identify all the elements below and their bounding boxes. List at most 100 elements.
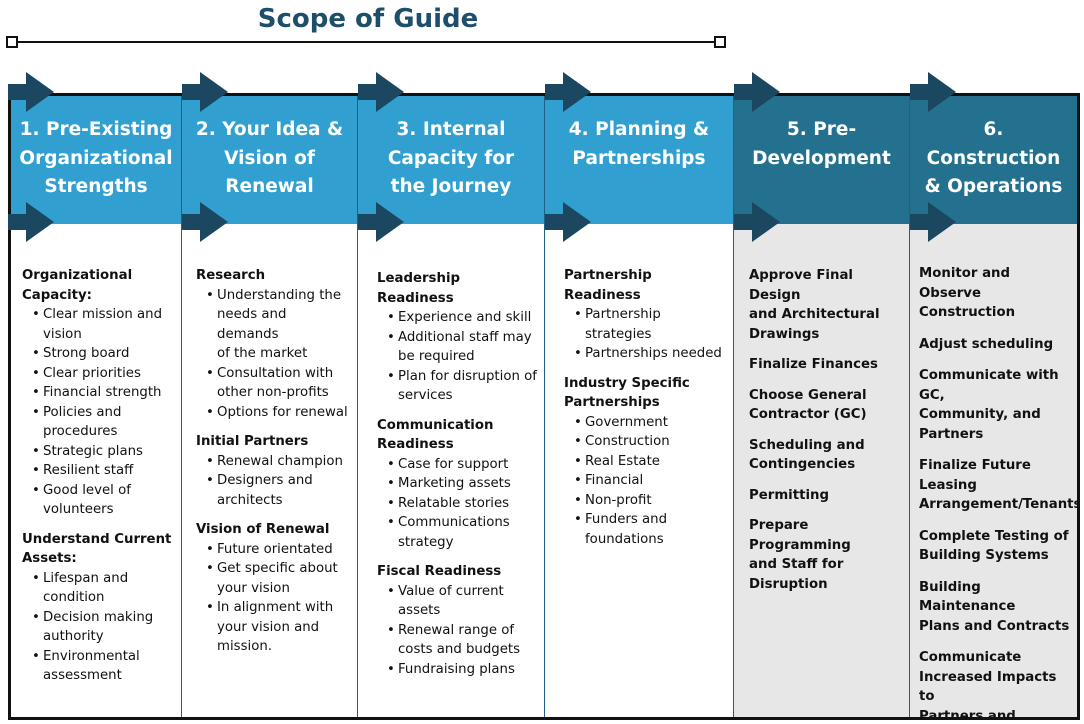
phase-title-line: 6. Construction bbox=[926, 119, 1061, 169]
section-list: Lifespan andconditionDecision making auth… bbox=[22, 569, 175, 686]
chevron-arrow-icon bbox=[8, 202, 54, 242]
section-title-line: Partners bbox=[919, 426, 984, 442]
scope-bracket-line bbox=[12, 41, 720, 43]
section-title-line: Contingencies bbox=[749, 457, 856, 472]
list-item-line: Understanding the bbox=[217, 287, 342, 303]
section-title-line: Choose General bbox=[749, 387, 867, 403]
phase-title-4: 4. Planning &Partnerships bbox=[559, 116, 719, 173]
list-item: Marketing assets bbox=[377, 474, 538, 494]
list-item-line: Funders and bbox=[585, 512, 668, 527]
list-item: Experience and skill bbox=[377, 308, 538, 328]
phase-title-line: Development bbox=[752, 147, 891, 169]
list-item-line: foundations bbox=[585, 531, 664, 547]
section-title-line: Permitting bbox=[749, 487, 829, 503]
section-title-line: Adjust scheduling bbox=[919, 336, 1054, 352]
section-gap bbox=[749, 375, 903, 386]
chevron-arrow-icon bbox=[910, 72, 956, 112]
list-item-line: be required bbox=[398, 349, 475, 364]
phase-title-line: Capacity for bbox=[387, 147, 515, 169]
chevron-arrow-icon bbox=[910, 202, 956, 242]
list-item-line: Strategic plans bbox=[43, 443, 143, 459]
section-title-line: Drawings bbox=[749, 326, 820, 342]
list-item-line: Decision making bbox=[43, 609, 154, 625]
list-item: Construction bbox=[564, 432, 727, 452]
phase-body-2: ResearchUnderstanding the needs and deman… bbox=[182, 224, 357, 717]
chevron-arrow-icon bbox=[734, 72, 780, 112]
list-item: Renewal champion bbox=[196, 452, 351, 472]
section-gap bbox=[919, 636, 1071, 648]
phase-title-line: 3. Internal bbox=[396, 119, 506, 140]
section-title-line: Fiscal Readiness bbox=[377, 564, 502, 579]
list-item-line: Future orientated bbox=[217, 541, 333, 557]
section-title-line: Communicate bbox=[919, 650, 1022, 665]
chevron-arrow-icon bbox=[358, 202, 404, 242]
list-item-line: needs and demands bbox=[217, 307, 287, 342]
list-item: Fundraising plans bbox=[377, 660, 538, 680]
list-item-line: Communications bbox=[398, 515, 510, 530]
phase-title-line: Renewal bbox=[225, 176, 314, 197]
phase-title-line: Organizational bbox=[19, 147, 173, 169]
list-item-line: Marketing assets bbox=[398, 476, 511, 491]
section-gap bbox=[749, 475, 903, 486]
list-item-line: Fundraising plans bbox=[398, 661, 515, 677]
list-item-line: vision bbox=[43, 326, 82, 342]
list-item-line: Strong board bbox=[43, 346, 130, 361]
section-list: Future orientatedGet specific aboutyour … bbox=[196, 540, 351, 657]
phase-title-5: 5. Pre-Development bbox=[742, 116, 901, 173]
list-item: Government bbox=[564, 413, 727, 433]
list-item-line: Partnerships needed bbox=[585, 346, 722, 361]
list-item-line: other non-profits bbox=[217, 385, 329, 400]
section-title-line: Understand Current bbox=[22, 531, 172, 547]
list-item-line: Value of current bbox=[398, 583, 504, 599]
list-item-line: Resilient staff bbox=[43, 463, 134, 478]
section-list: Experience and skillAdditional staff may… bbox=[377, 308, 538, 406]
section-title-line: Capacity: bbox=[22, 287, 93, 303]
section-title-line: Plans and Contracts bbox=[919, 618, 1070, 634]
phase-header-4: 4. Planning &Partnerships bbox=[545, 96, 733, 224]
section-title: Fiscal Readiness bbox=[377, 562, 538, 582]
section-title-line: Building Maintenance bbox=[919, 579, 1016, 615]
phase-header-5: 5. Pre-Development bbox=[734, 96, 909, 224]
section-title-line: Leadership Readiness bbox=[377, 271, 461, 306]
section-title-line: Research bbox=[196, 268, 266, 283]
section-list: PartnershipstrategiesPartnerships needed bbox=[564, 305, 727, 364]
page-title: Scope of Guide bbox=[257, 4, 479, 34]
section-title-line: Initial Partners bbox=[196, 434, 309, 449]
phase-content-3: Leadership ReadinessExperience and skill… bbox=[377, 269, 538, 679]
list-item: Resilient staff bbox=[22, 461, 175, 481]
section-gap bbox=[22, 520, 175, 530]
phase-body-4: Partnership ReadinessPartnershipstrategi… bbox=[545, 224, 733, 717]
list-item-line: Get specific about bbox=[217, 561, 338, 576]
list-item-line: authority bbox=[43, 629, 104, 644]
section-list: Clear mission andvisionStrong boardClear… bbox=[22, 305, 175, 520]
section-title-line: Partnerships bbox=[564, 395, 660, 410]
list-item-line: Relatable stories bbox=[398, 495, 510, 511]
list-item-line: Case for support bbox=[398, 456, 509, 472]
list-item: Relatable stories bbox=[377, 494, 538, 514]
list-item-line: assessment bbox=[43, 668, 122, 683]
section-gap bbox=[749, 505, 903, 516]
list-item-line: Government bbox=[585, 414, 668, 430]
list-item-line: Real Estate bbox=[585, 453, 660, 469]
list-item-line: your vision and bbox=[217, 619, 320, 635]
section-gap bbox=[919, 515, 1071, 527]
section-title: Partnership Readiness bbox=[564, 266, 727, 305]
phase-title-line: 4. Planning & bbox=[568, 119, 710, 140]
